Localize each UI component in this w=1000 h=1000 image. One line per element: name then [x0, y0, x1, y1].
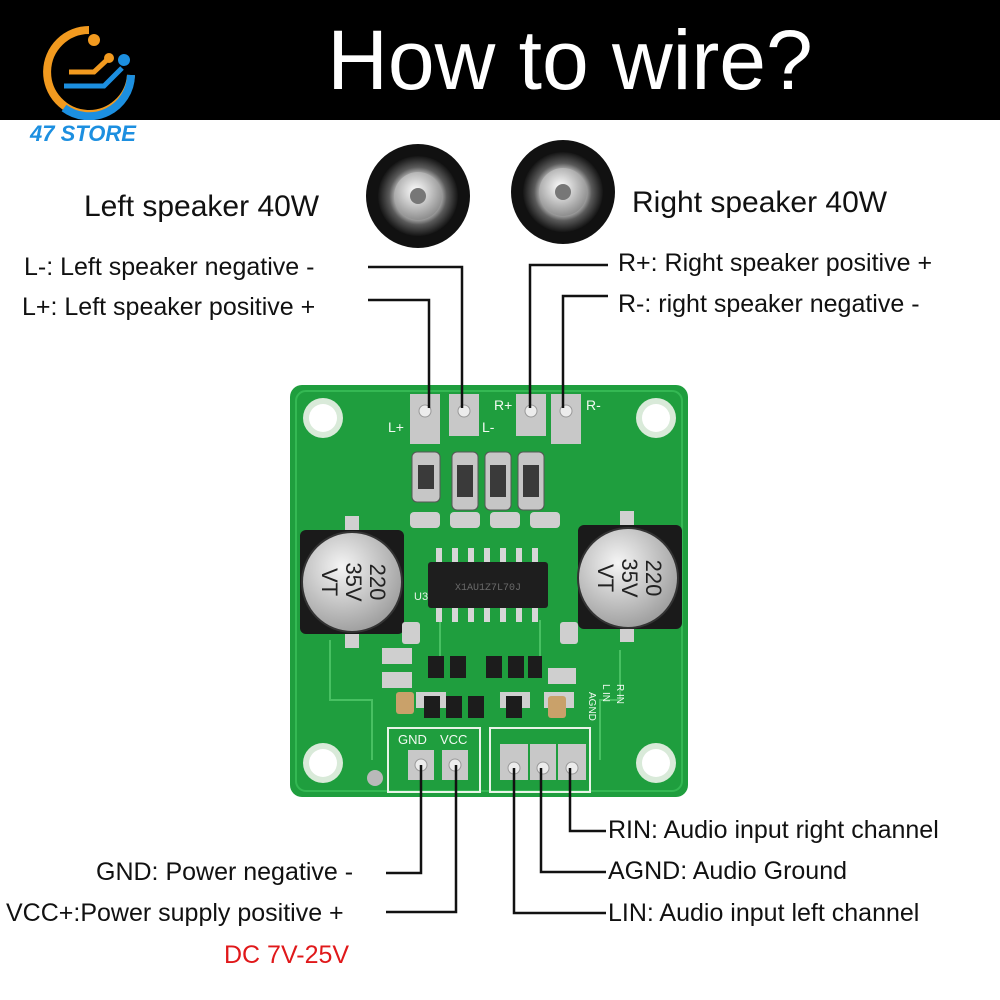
label-agnd: AGND: Audio Ground [608, 857, 848, 885]
left-cap-voltage-label: 35V [341, 562, 366, 601]
chip-marking: X1AU1Z7L70J [455, 583, 521, 594]
label-r-plus: R+: Right speaker positive + [618, 249, 933, 277]
silk-vcc: VCC [440, 732, 467, 747]
silk-l-minus: L- [482, 419, 495, 435]
leader-rin [568, 768, 606, 833]
page-title: How to wire? [327, 13, 813, 107]
silk-l-plus: L+ [388, 419, 404, 435]
leader-r-plus [528, 263, 608, 408]
mounting-hole [303, 743, 343, 783]
silk-rin: R IN [614, 684, 625, 704]
silk-gnd: GND [398, 732, 427, 747]
left-speaker-title: Left speaker 40W [84, 190, 320, 223]
right-cap-voltage-label: 35V [617, 558, 642, 597]
silk-lin: L IN [600, 684, 611, 702]
leader-lin [512, 768, 606, 915]
right-cap-series-label: VT [593, 564, 618, 592]
mounting-hole [636, 398, 676, 438]
label-l-minus: L-: Left speaker negative - [24, 253, 315, 281]
mounting-hole [303, 398, 343, 438]
label-l-plus: L+: Left speaker positive + [22, 293, 316, 321]
label-voltage-range: DC 7V-25V [224, 941, 350, 969]
amplifier-chip: X1AU1Z7L70J U3 [414, 548, 548, 622]
store-name: 47 STORE [30, 121, 136, 146]
leader-gnd [386, 765, 423, 875]
left-capacitor: 220 35V VT [300, 516, 404, 648]
right-cap-value-label: 220 [641, 560, 666, 597]
leader-agnd [539, 768, 606, 874]
left-cap-value-label: 220 [365, 564, 390, 601]
title-banner [0, 0, 1000, 120]
silk-u3: U3 [414, 591, 428, 603]
label-vcc: VCC+:Power supply positive + [6, 899, 344, 927]
left-speaker-icon [366, 144, 470, 248]
leader-l-plus [368, 298, 431, 408]
store-logo-icon [43, 26, 135, 120]
silk-r-plus: R+ [494, 397, 512, 413]
label-rin: RIN: Audio input right channel [608, 816, 939, 844]
label-lin: LIN: Audio input left channel [608, 899, 920, 927]
leader-r-minus [561, 294, 608, 408]
right-speaker-title: Right speaker 40W [632, 186, 888, 219]
mounting-hole [636, 743, 676, 783]
label-gnd: GND: Power negative - [96, 858, 354, 886]
left-cap-series-label: VT [317, 568, 342, 596]
leader-l-minus [368, 265, 464, 408]
silk-agnd: AGND [586, 692, 597, 721]
leader-vcc [386, 765, 458, 914]
silk-r-minus: R- [586, 397, 601, 413]
label-r-minus: R-: right speaker negative - [618, 290, 920, 318]
amplifier-board: 220 35V VT 220 35V VT [290, 385, 688, 797]
right-capacitor: 220 35V VT [577, 511, 682, 642]
right-speaker-icon [511, 140, 615, 244]
